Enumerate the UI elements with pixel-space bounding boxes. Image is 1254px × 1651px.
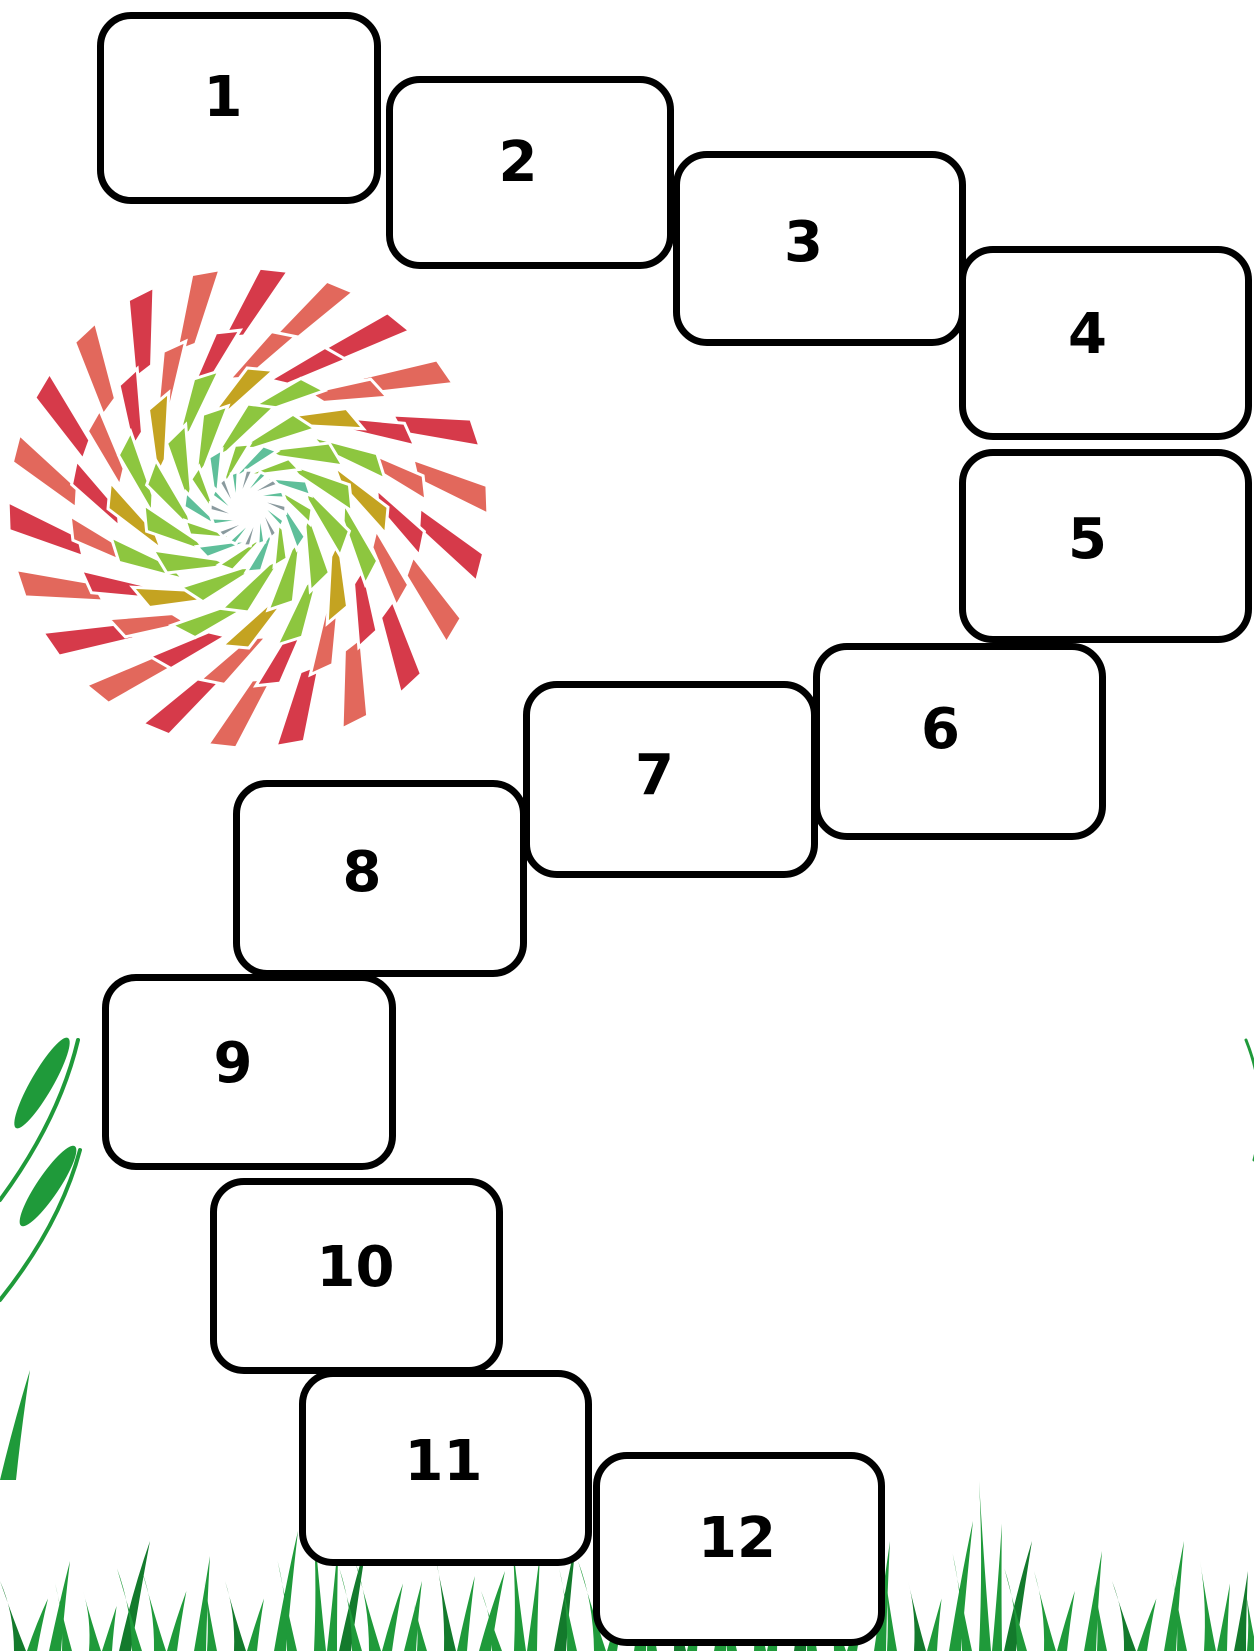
grass-blade [979, 1481, 991, 1651]
board-space-6[interactable]: 6 [813, 643, 1106, 840]
space-number: 8 [343, 845, 382, 901]
grass-blade [0, 1581, 26, 1651]
grass-blade [1057, 1591, 1075, 1651]
grass-blade [457, 1576, 475, 1651]
grass-blade [225, 1581, 246, 1651]
grass-blade [247, 1599, 264, 1651]
grass-blade [1217, 1584, 1230, 1651]
grass-blade [1200, 1561, 1216, 1651]
board-space-7[interactable]: 7 [523, 681, 818, 878]
grass-blade [27, 1599, 48, 1651]
board-space-2[interactable]: 2 [386, 76, 674, 269]
space-number: 4 [1068, 307, 1107, 363]
grass-blade [1034, 1571, 1056, 1651]
grass-blade [992, 1524, 1002, 1651]
grass-blade [908, 1581, 926, 1651]
board-space-1[interactable]: 1 [97, 12, 381, 204]
grass-blade [1137, 1599, 1156, 1651]
grass-blade [0, 1370, 30, 1480]
grass-blade [83, 1591, 101, 1651]
grass-blade [142, 1571, 166, 1651]
grass-blade [434, 1551, 456, 1651]
grass-blade [927, 1599, 942, 1651]
board-space-3[interactable]: 3 [673, 151, 966, 346]
grass-blade [167, 1591, 186, 1651]
grass-blade [1234, 1571, 1248, 1651]
grass-blade [274, 1531, 298, 1651]
grass-blade [382, 1584, 403, 1651]
cattail-head [12, 1140, 84, 1232]
board-space-12[interactable]: 12 [593, 1452, 885, 1646]
grass-blade [527, 1554, 540, 1651]
board-space-11[interactable]: 11 [299, 1370, 592, 1566]
board-space-9[interactable]: 9 [102, 974, 396, 1170]
board-space-5[interactable]: 5 [959, 449, 1252, 643]
grass-blade [1112, 1581, 1136, 1651]
space-number: 6 [921, 702, 960, 758]
space-number: 1 [204, 70, 243, 126]
grass-blade [949, 1521, 973, 1651]
space-number: 2 [499, 135, 538, 191]
board-space-10[interactable]: 10 [210, 1178, 503, 1374]
grass-blade [102, 1606, 117, 1651]
space-number: 7 [635, 748, 674, 804]
board-space-8[interactable]: 8 [233, 780, 527, 977]
reed-stem [1246, 1040, 1254, 1160]
space-number: 10 [317, 1240, 395, 1296]
space-number: 3 [784, 215, 823, 271]
space-number: 5 [1068, 512, 1107, 568]
space-number: 12 [698, 1511, 776, 1567]
grass-blade [355, 1561, 381, 1651]
space-number: 9 [214, 1036, 253, 1092]
board-space-4[interactable]: 4 [959, 246, 1252, 440]
space-number: 11 [405, 1434, 483, 1490]
